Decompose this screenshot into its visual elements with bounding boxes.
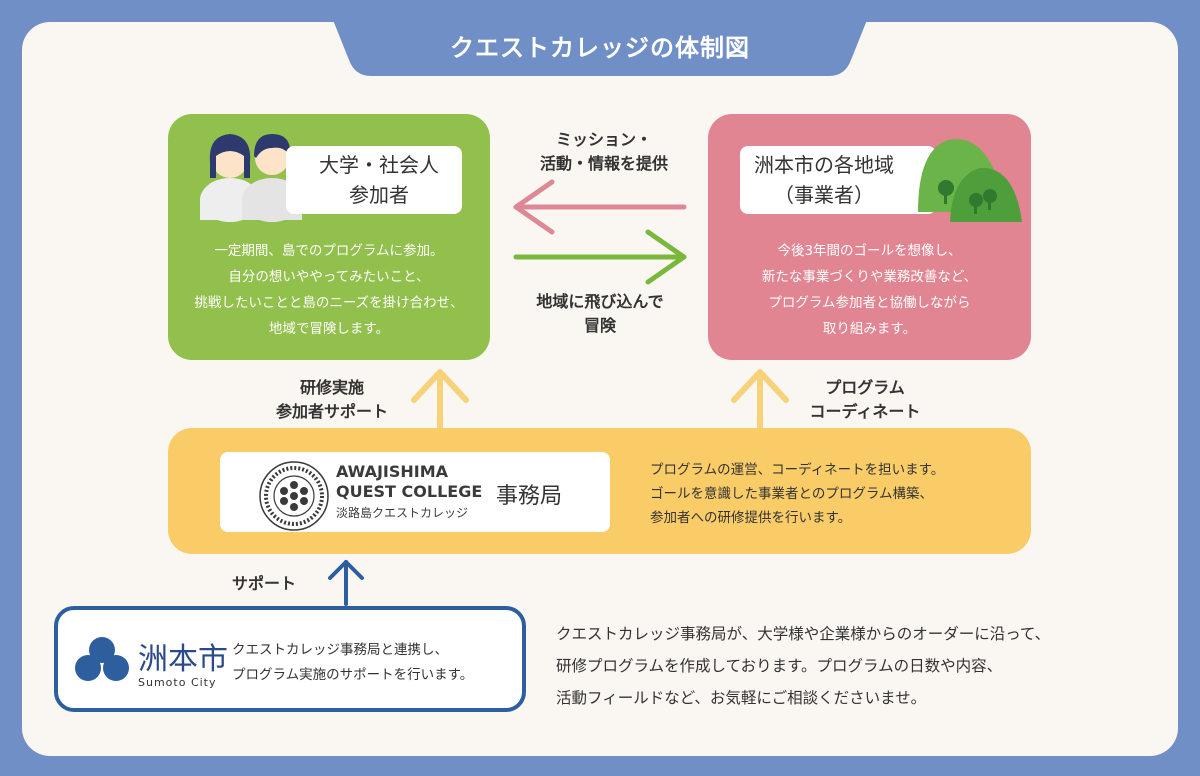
navy-arrow-up (328, 560, 364, 606)
regions-desc-line: 新たな事業づくりや業務改善など、 (761, 269, 978, 285)
office-title: 事務局 (496, 484, 563, 509)
office-label-box: AWAJISHIMA QUEST COLLEGE 淡路島クエストカレッジ 事務局 (220, 452, 610, 532)
regions-desc-line: プログラム参加者と協働しながら (768, 295, 971, 311)
page-title: クエストカレッジの体制図 (450, 34, 750, 62)
arrow-top-label: ミッション・ 活動・情報を提供 (520, 128, 688, 176)
footer-line: クエストカレッジ事務局が、大学様や企業様からのオーダーに沿って、 (556, 625, 1051, 643)
participants-desc-line: 自分の想いややってみたいこと、 (228, 269, 430, 285)
participants-desc-line: 挑戦したいことと島のニーズを掛け合わせ、 (194, 295, 464, 311)
logo-line2: QUEST COLLEGE (336, 482, 483, 501)
sumoto-desc-line: プログラム実施のサポートを行います。 (232, 667, 474, 683)
left-support-label-line: 参加者サポート (275, 402, 388, 421)
quest-college-logo-icon (259, 461, 329, 531)
sumoto-city-roman: Sumoto City (138, 676, 217, 689)
left-support-label: 研修実施 参加者サポート (252, 376, 412, 424)
right-support-label-line: プログラム (825, 378, 905, 397)
regions-label-line2: （事業者） (774, 183, 874, 207)
office-desc-line: ゴールを意識した事業者とのプログラム構築、 (650, 486, 933, 502)
arrow-bottom-label: 地域に飛び込んで 冒険 (510, 290, 690, 338)
office-description: プログラムの運営、コーディネートを担います。 ゴールを意識した事業者とのプログラ… (650, 458, 944, 530)
sumoto-city-logo-icon (75, 637, 129, 681)
pink-arrow-left (513, 179, 687, 235)
arrow-top-label-line: 活動・情報を提供 (539, 154, 668, 173)
participants-label: 大学・社会人 参加者 (286, 146, 462, 214)
participants-desc-line: 一定期間、島でのプログラムに参加。 (214, 243, 444, 259)
right-support-label-line: コーディネート (809, 402, 921, 421)
participants-description: 一定期間、島でのプログラムに参加。 自分の想いややってみたいこと、 挑戦したいこ… (168, 238, 490, 342)
logo-wordmark: AWAJISHIMA QUEST COLLEGE (336, 462, 482, 502)
yellow-arrow-left-up (411, 369, 469, 431)
regions-label: 洲本市の各地域 （事業者） (740, 146, 936, 214)
arrow-bottom-label-line: 地域に飛び込んで (536, 292, 664, 311)
sumoto-city-box: 洲本市 Sumoto City クエストカレッジ事務局と連携し、 プログラム実施… (54, 606, 526, 712)
office-desc-line: 参加者への研修提供を行います。 (650, 510, 852, 526)
participants-desc-line: 地域で冒険します。 (268, 321, 390, 337)
logo-subtitle: 淡路島クエストカレッジ (336, 506, 469, 520)
regions-desc-line: 取り組みます。 (822, 321, 917, 337)
regions-label-line1: 洲本市の各地域 (754, 153, 894, 177)
footer-line: 活動フィールドなど、お気軽にご相談くださいませ。 (556, 689, 927, 707)
sumoto-desc-line: クエストカレッジ事務局と連携し、 (232, 642, 448, 658)
yellow-arrow-right-up (731, 369, 789, 431)
logo-line1: AWAJISHIMA (336, 462, 449, 481)
sumoto-city-name: 洲本市 (138, 642, 228, 677)
regions-description: 今後3年間のゴールを想像し、 新たな事業づくりや業務改善など、 プログラム参加者… (708, 238, 1031, 342)
right-support-label: プログラム コーディネート (790, 376, 940, 424)
participants-label-line1: 大学・社会人 (319, 153, 439, 177)
footer-line: 研修プログラムを作成しております。プログラムの日数や内容、 (556, 657, 1003, 675)
participants-label-line2: 参加者 (349, 183, 409, 207)
regions-desc-line: 今後3年間のゴールを想像し、 (777, 243, 962, 259)
left-support-label-line: 研修実施 (299, 378, 364, 397)
support-label: サポート (232, 574, 297, 593)
office-desc-line: プログラムの運営、コーディネートを担います。 (650, 462, 945, 478)
green-arrow-right (513, 229, 687, 285)
sumoto-description: クエストカレッジ事務局と連携し、 プログラム実施のサポートを行います。 (232, 638, 473, 688)
arrow-top-label-line: ミッション・ (555, 130, 652, 149)
arrow-bottom-label-line: 冒険 (583, 316, 616, 335)
title-tab: クエストカレッジの体制図 (325, 0, 875, 76)
footer-note: クエストカレッジ事務局が、大学様や企業様からのオーダーに沿って、 研修プログラム… (556, 618, 1050, 714)
